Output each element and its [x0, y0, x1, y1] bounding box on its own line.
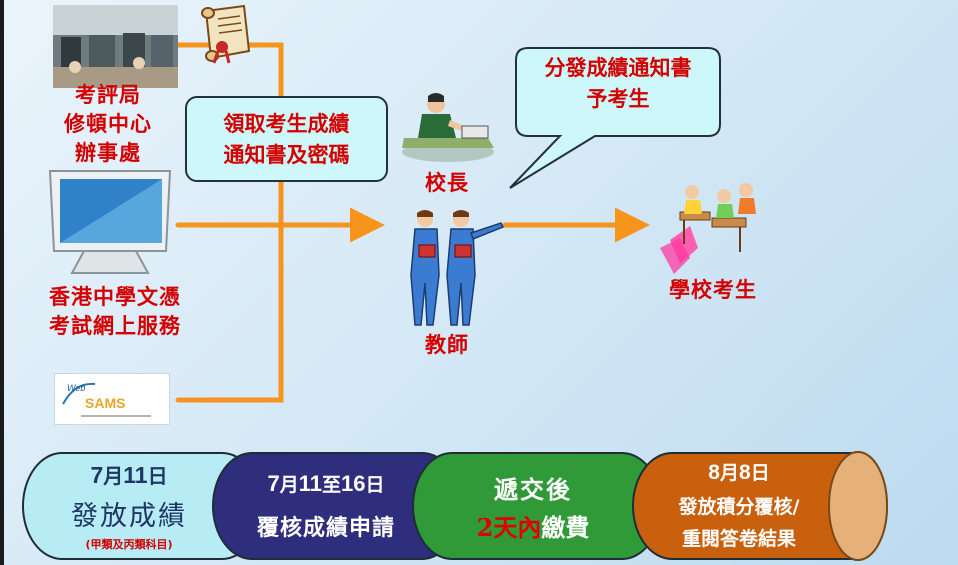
stage2-date: 7月11至16日: [267, 471, 385, 496]
office-photo: [53, 5, 178, 88]
websams-logo: Web SAMS: [54, 373, 170, 425]
stage4-line1: 發放積分覆核/: [678, 496, 800, 518]
timeline-stage-3: 遞交後 2天內繳費: [412, 452, 662, 560]
principal-icon: [402, 93, 494, 162]
stage1-note: (甲類及丙類科目): [85, 538, 173, 551]
stage4-line2: 重閱答卷結果: [681, 528, 796, 550]
stage1-date: 7月11日: [90, 462, 168, 488]
students-label: 學校考生: [669, 277, 757, 302]
svg-text:SAMS: SAMS: [85, 395, 125, 411]
hkeaa-office-label: 考評局 修頓中心 辦事處: [64, 82, 152, 165]
teacher-label: 教師: [425, 332, 469, 357]
online-service-label: 香港中學文憑 考試網上服務: [49, 284, 181, 338]
stage2-title: 覆核成績申請: [256, 515, 395, 541]
stage3-line2: 2天內繳費: [476, 513, 590, 542]
stage1-title: 發放成績: [71, 501, 187, 532]
svg-text:Web: Web: [67, 383, 85, 393]
students-icon: [660, 183, 756, 274]
distribute-notice-text: 分發成績通知書 予考生: [544, 55, 692, 111]
timeline-stage-4: 8月8日 發放積分覆核/ 重閱答卷結果: [632, 452, 860, 560]
teachers-icon: [410, 210, 505, 326]
collect-notice-callout: 領取考生成績 通知書及密碼: [185, 96, 388, 182]
stage3-line1: 遞交後: [494, 475, 572, 504]
principal-label: 校長: [425, 170, 469, 195]
certificate-icon: [201, 4, 251, 64]
websams-logo-icon: Web SAMS: [62, 382, 151, 417]
distribute-bubble: [509, 47, 721, 189]
collect-notice-text: 領取考生成績 通知書及密碼: [223, 111, 350, 167]
stage4-date: 8月8日: [708, 461, 770, 484]
computer-monitor-icon: [48, 170, 172, 274]
